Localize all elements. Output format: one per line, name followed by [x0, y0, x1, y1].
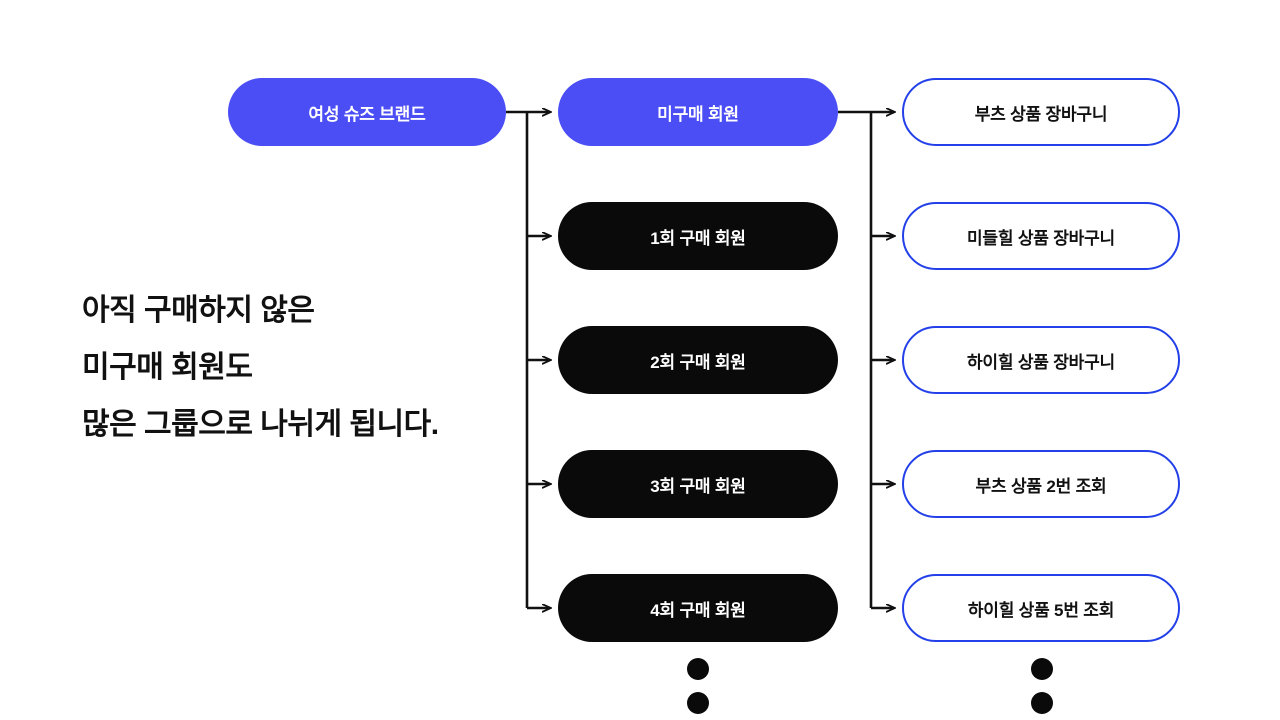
node-middle-2[interactable]: 2회 구매 회원 — [558, 326, 838, 394]
node-right-3[interactable]: 부츠 상품 2번 조회 — [902, 450, 1180, 518]
caption-line-1: 아직 구매하지 않은 — [82, 294, 315, 327]
node-middle-0[interactable]: 미구매 회원 — [558, 78, 838, 146]
node-middle-1[interactable]: 1회 구매 회원 — [558, 202, 838, 270]
ellipsis-dot — [687, 658, 709, 680]
node-middle-4[interactable]: 4회 구매 회원 — [558, 574, 838, 642]
ellipsis-dot — [1031, 692, 1053, 714]
node-right-1[interactable]: 미들힐 상품 장바구니 — [902, 202, 1180, 270]
caption-text: 아직 구매하지 않은 미구매 회원도 많은 그룹으로 나뉘게 됩니다. — [82, 282, 502, 453]
node-right-4[interactable]: 하이힐 상품 5번 조회 — [902, 574, 1180, 642]
ellipsis-right — [1031, 658, 1053, 714]
connector-group-left — [506, 112, 550, 608]
ellipsis-middle — [687, 658, 709, 714]
node-root-brand[interactable]: 여성 슈즈 브랜드 — [228, 78, 506, 146]
connector-group-right — [838, 112, 894, 608]
node-right-2[interactable]: 하이힐 상품 장바구니 — [902, 326, 1180, 394]
ellipsis-dot — [1031, 658, 1053, 680]
ellipsis-dot — [687, 692, 709, 714]
caption-line-3: 많은 그룹으로 나뉘게 됩니다. — [82, 408, 439, 441]
node-right-0[interactable]: 부츠 상품 장바구니 — [902, 78, 1180, 146]
caption-line-2: 미구매 회원도 — [82, 351, 253, 384]
node-middle-3[interactable]: 3회 구매 회원 — [558, 450, 838, 518]
